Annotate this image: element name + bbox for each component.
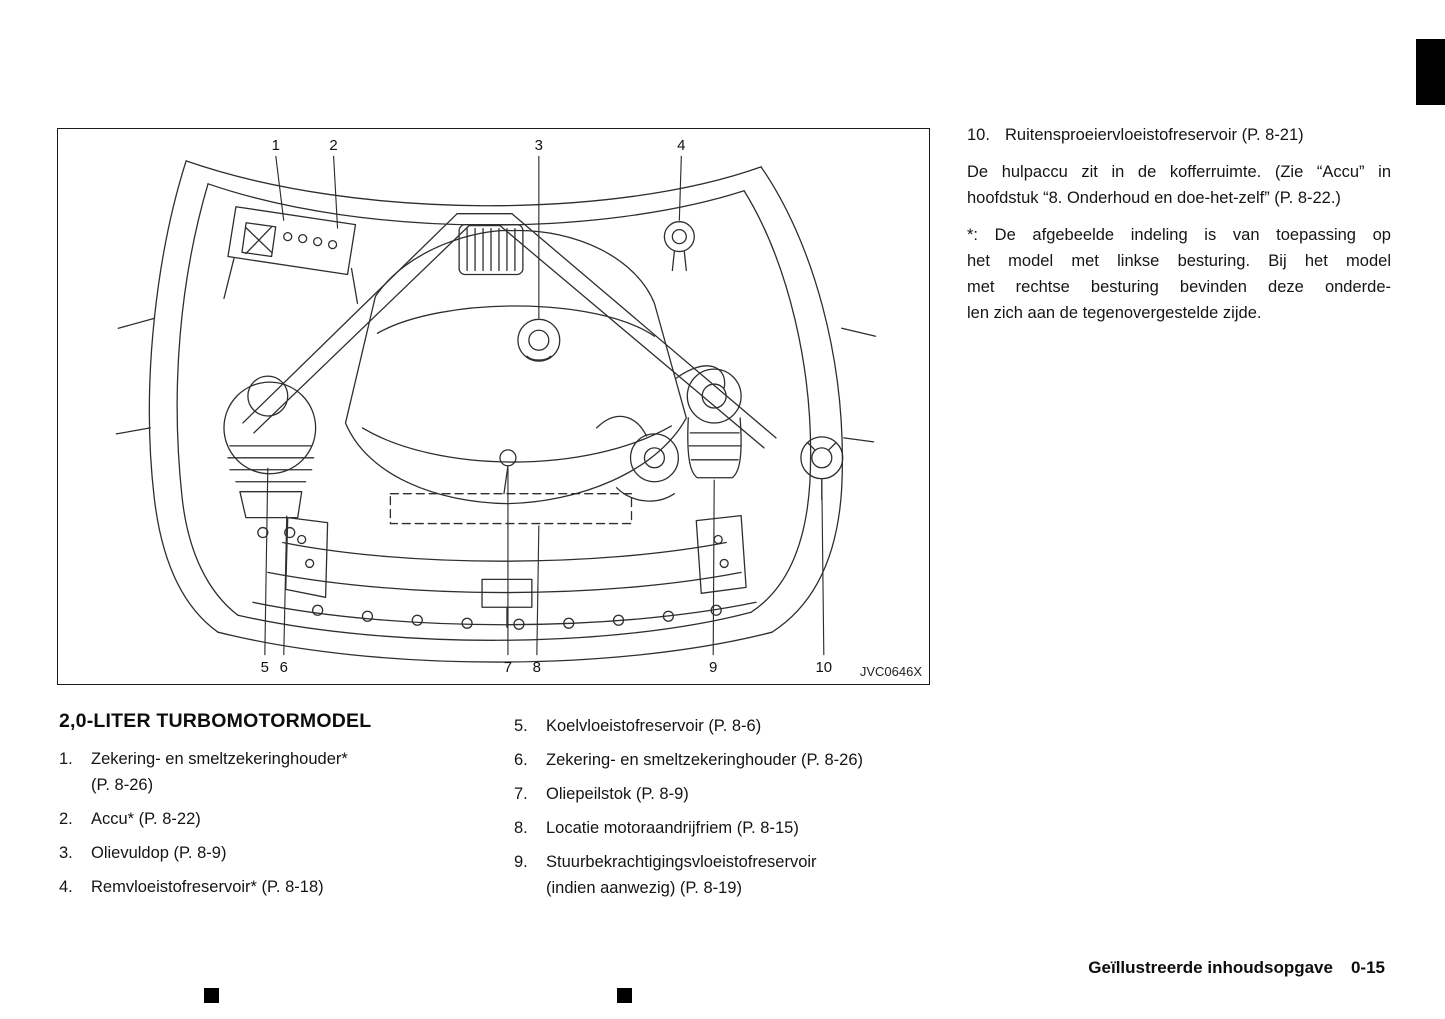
engine-diagram-figure: 1 2 3 4 5 6 7 8 9 10 JVC0646X: [57, 128, 930, 685]
fuse-box: [223, 206, 359, 305]
washer-filler-cap: [663, 221, 695, 272]
callout-label-10: 10: [815, 659, 832, 676]
component-list-right: 5. Koelvloeistofreservoir (P. 8-6) 6. Ze…: [514, 715, 944, 911]
callout-label-9: 9: [709, 659, 717, 676]
list-item-number: 8.: [514, 819, 528, 837]
list-item-number: 2.: [59, 810, 73, 828]
list-item-text: Remvloeistofreservoir* (P. 8-18): [91, 878, 324, 896]
power-steering-reservoir: [686, 368, 742, 479]
list-item-text: Stuurbekrachtigingsvloeistofreservoir (i…: [546, 851, 944, 899]
list-item-number: 3.: [59, 844, 73, 862]
list-item-8: 8. Locatie motoraandrijfriem (P. 8-15): [514, 817, 944, 839]
list-item-text: Koelvloeistofreservoir (P. 8-6): [546, 717, 762, 735]
brake-fluid-reservoir: [223, 375, 317, 539]
list-item-line: Stuurbekrachtigingsvloeistofreservoir: [546, 853, 817, 871]
print-registration-mark: [204, 988, 219, 1003]
callout-leader-lines: [264, 155, 825, 656]
callout-label-7: 7: [504, 659, 512, 676]
section-tab-marker: [1416, 39, 1445, 105]
list-item-text: Olievuldop (P. 8-9): [91, 844, 227, 862]
list-item-text: Oliepeilstok (P. 8-9): [546, 785, 689, 803]
car-body-outline: [115, 160, 877, 663]
note-asterisk: *: De afgebeelde indeling is van toepass…: [967, 222, 1391, 326]
paragraph-line: het model met linkse besturing. Bij het …: [967, 252, 1391, 270]
right-column: 10. Ruitensproeiervloeistofreservoir (P.…: [967, 122, 1391, 326]
belt-location-dashed-zone: [389, 493, 633, 525]
print-registration-mark: [617, 988, 632, 1003]
list-item-6: 6. Zekering- en smeltzekeringhouder (P. …: [514, 749, 944, 771]
drive-belt-area: [595, 365, 726, 502]
callout-labels: 1 2 3 4 5 6 7 8 9 10: [261, 137, 832, 676]
figure-code: JVC0646X: [855, 664, 922, 679]
note-auxiliary-battery: De hulpaccu zit in de kofferruimte. (Zie…: [967, 159, 1391, 211]
callout-label-3: 3: [535, 137, 543, 154]
section-heading: 2,0-LITER TURBOMOTORMODEL: [59, 710, 372, 732]
list-item-1: 1. Zekering- en smeltzekeringhouder* (P.…: [59, 748, 479, 796]
strut-brace-bars: [242, 213, 777, 449]
oil-dipstick: [499, 449, 517, 495]
oil-filler-cap: [517, 318, 561, 362]
list-item-text: Accu* (P. 8-22): [91, 810, 201, 828]
list-item-number: 9.: [514, 853, 528, 871]
list-item-number: 1.: [59, 750, 73, 768]
list-item-9: 9. Stuurbekrachtigingsvloeistofreservoir…: [514, 851, 944, 899]
list-item-number: 5.: [514, 717, 528, 735]
list-item-7: 7. Oliepeilstok (P. 8-9): [514, 783, 944, 805]
paragraph-line: len zich aan de tegenovergestelde zijde.: [967, 304, 1262, 322]
list-item-number: 4.: [59, 878, 73, 896]
list-item-number: 10.: [967, 126, 990, 144]
list-item-5: 5. Koelvloeistofreservoir (P. 8-6): [514, 715, 944, 737]
callout-label-1: 1: [272, 137, 280, 154]
footer-chapter-title: Geïllustreerde inhoudsopgave: [1088, 958, 1333, 977]
list-item-number: 7.: [514, 785, 528, 803]
page-footer: Geïllustreerde inhoudsopgave 0-15: [1088, 958, 1385, 978]
callout-label-4: 4: [677, 137, 685, 154]
callout-label-6: 6: [280, 659, 288, 676]
front-crossmember: [252, 514, 757, 630]
callout-label-2: 2: [329, 137, 337, 154]
list-item-4: 4. Remvloeistofreservoir* (P. 8-18): [59, 876, 479, 898]
list-item-text: Ruitensproeiervloeistofreservoir (P. 8-2…: [1005, 126, 1304, 144]
paragraph-line: hoofdstuk “8. Onderhoud en doe-het-zelf”…: [967, 189, 1341, 207]
callout-label-8: 8: [533, 659, 541, 676]
list-item-line: (P. 8-26): [91, 776, 154, 794]
list-item-number: 6.: [514, 751, 528, 769]
component-list-left: 1. Zekering- en smeltzekeringhouder* (P.…: [59, 748, 479, 910]
paragraph-line: met rechtse besturing bevinden deze onde…: [967, 278, 1391, 296]
list-item-text: Zekering- en smeltzekeringhouder* (P. 8-…: [91, 748, 479, 796]
engine-cover: [344, 224, 687, 505]
list-item-line: (indien aanwezig) (P. 8-19): [546, 879, 742, 897]
list-item-10: 10. Ruitensproeiervloeistofreservoir (P.…: [967, 122, 1391, 148]
list-item-text: Locatie motoraandrijfriem (P. 8-15): [546, 819, 799, 837]
list-item-2: 2. Accu* (P. 8-22): [59, 808, 479, 830]
list-item-3: 3. Olievuldop (P. 8-9): [59, 842, 479, 864]
paragraph-line: De hulpaccu zit in de kofferruimte. (Zie…: [967, 163, 1391, 181]
engine-bay-illustration: 1 2 3 4 5 6 7 8 9 10: [115, 137, 877, 676]
paragraph-line: *: De afgebeelde indeling is van toepass…: [967, 226, 1391, 244]
callout-label-5: 5: [261, 659, 269, 676]
footer-page-number: 0-15: [1350, 958, 1385, 977]
list-item-line: Zekering- en smeltzekeringhouder*: [91, 750, 348, 768]
list-item-text: Zekering- en smeltzekeringhouder (P. 8-2…: [546, 751, 864, 769]
